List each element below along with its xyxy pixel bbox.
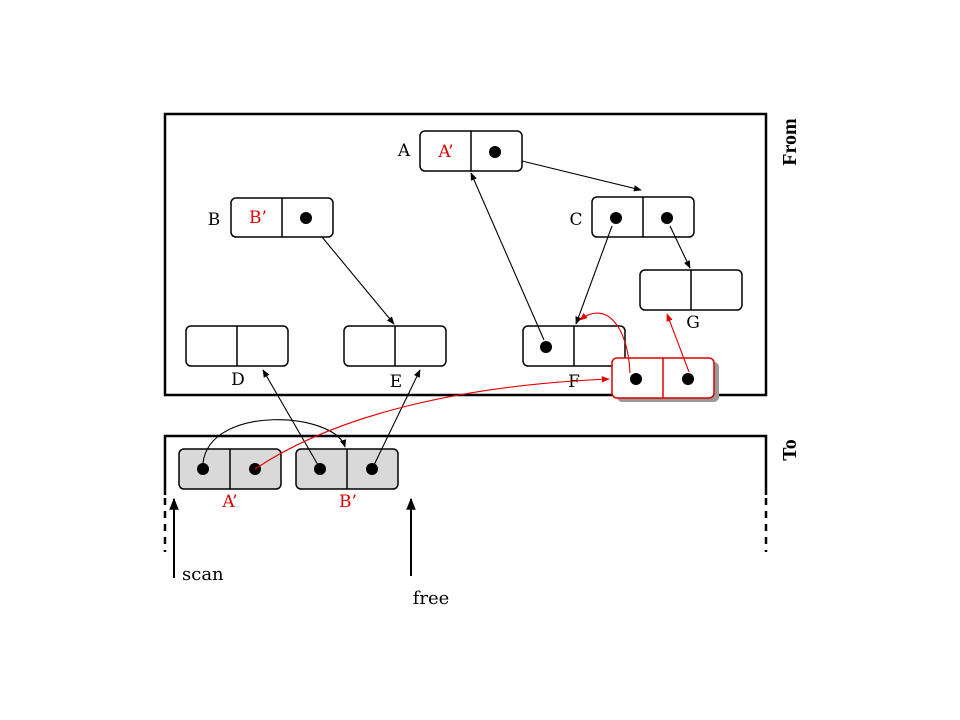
node-f-left-dot: [540, 341, 552, 353]
node-g-label: G: [686, 313, 700, 333]
to-space-label: To: [779, 439, 801, 461]
node-c-label: C: [569, 210, 582, 230]
from-space: [163, 112, 768, 397]
arrow-b-to-e: [321, 236, 395, 325]
node-b-label: B: [208, 210, 221, 230]
node-a-pointer-dot: [489, 146, 501, 158]
copy-a-prime: [178, 448, 282, 490]
node-d: [185, 325, 289, 367]
node-b: B’: [230, 197, 334, 238]
node-f-label: F: [568, 372, 580, 392]
copy-a-label: A’: [221, 492, 237, 512]
node-b-pointer-dot: [300, 212, 312, 224]
arrow-copy-b-to-e: [373, 369, 421, 466]
arrow-copy-a-to-f-copy: [254, 376, 610, 470]
node-g: [639, 269, 743, 311]
copy-b-label: B’: [339, 492, 357, 512]
to-space: [163, 434, 768, 495]
node-f-copy: [611, 357, 719, 402]
arrow-f-to-a: [470, 172, 545, 341]
arrow-copy-b-to-d: [262, 369, 319, 466]
node-a-forward-label: A’: [437, 142, 453, 162]
node-f-copy-right-dot: [682, 373, 694, 385]
node-d-label: D: [231, 370, 245, 390]
copy-b-left-dot: [314, 463, 326, 475]
arrow-f-copy-to-f: [579, 312, 631, 374]
arrow-c-to-f: [575, 225, 613, 325]
node-a: A’: [419, 130, 523, 172]
node-a-label: A: [397, 141, 411, 161]
arrow-c-to-g: [669, 225, 691, 269]
arrow-copy-a-to-copy-b: [202, 419, 347, 464]
node-c: [591, 196, 695, 238]
node-e-label: E: [390, 372, 402, 392]
scan-pointer-label: scan: [182, 564, 224, 585]
from-space-label: From: [779, 118, 801, 166]
node-e: [343, 325, 447, 367]
arrow-f-copy-to-g: [666, 313, 690, 373]
free-pointer-label: free: [413, 588, 450, 609]
node-c-right-dot: [661, 212, 673, 224]
node-c-left-dot: [610, 212, 622, 224]
copy-b-prime: [295, 448, 399, 490]
arrow-a-to-c: [521, 160, 642, 192]
node-b-forward-label: B’: [249, 208, 267, 228]
node-f: [522, 325, 626, 367]
copy-a-left-dot: [197, 463, 209, 475]
node-f-copy-left-dot: [630, 373, 642, 385]
copy-b-right-dot: [366, 463, 378, 475]
